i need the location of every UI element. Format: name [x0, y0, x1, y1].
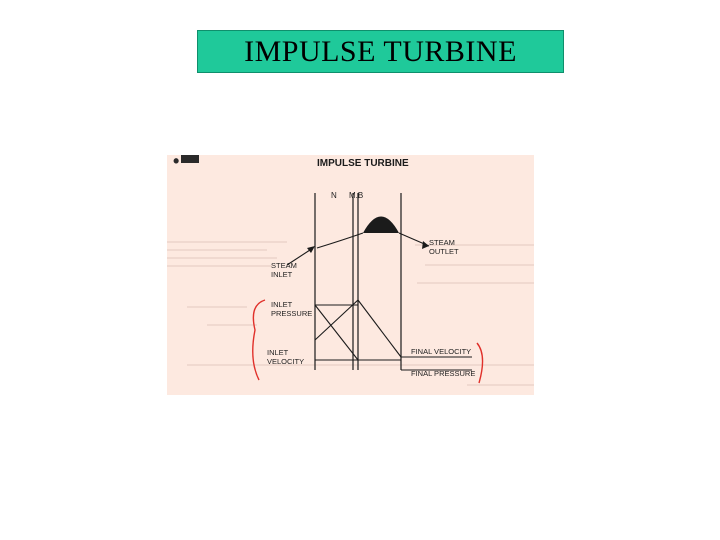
steam-inlet-label: STEAM INLET: [271, 261, 297, 279]
inlet-arrow-line: [286, 247, 314, 266]
inlet-pressure-label: INLET PRESSURE: [271, 300, 313, 318]
final-velocity-label: FINAL VELOCITY: [411, 347, 472, 356]
moving-blade-shape: [363, 216, 399, 233]
velocity-rise-line: [314, 299, 359, 341]
steam-path-in: [316, 232, 364, 249]
slide-title-box: IMPULSE TURBINE: [197, 30, 564, 73]
inlet-arrowhead: [307, 246, 315, 253]
diagram-drawing: [167, 155, 534, 386]
moving-blade-label: M.B: [349, 191, 364, 200]
corner-ink-mark: [181, 155, 199, 163]
velocity-fall-line: [357, 299, 402, 358]
outlet-arrowhead: [422, 241, 429, 249]
inlet-velocity-label: INLET VELOCITY: [267, 348, 305, 366]
steam-outlet-label: STEAM OUTLET: [429, 238, 459, 256]
red-bracket-left: [252, 299, 266, 381]
final-pressure-label: FINAL PRESSURE: [411, 369, 476, 378]
nozzle-label: N: [331, 191, 337, 200]
slide-title: IMPULSE TURBINE: [244, 34, 517, 68]
scan-ghost-text: •: [173, 155, 180, 171]
pressure-drop-line: [314, 304, 359, 361]
scanned-diagram: •: [167, 155, 534, 395]
red-bracket-right: [476, 342, 484, 384]
scan-noise: [167, 241, 534, 386]
diagram-title: IMPULSE TURBINE: [317, 158, 409, 169]
